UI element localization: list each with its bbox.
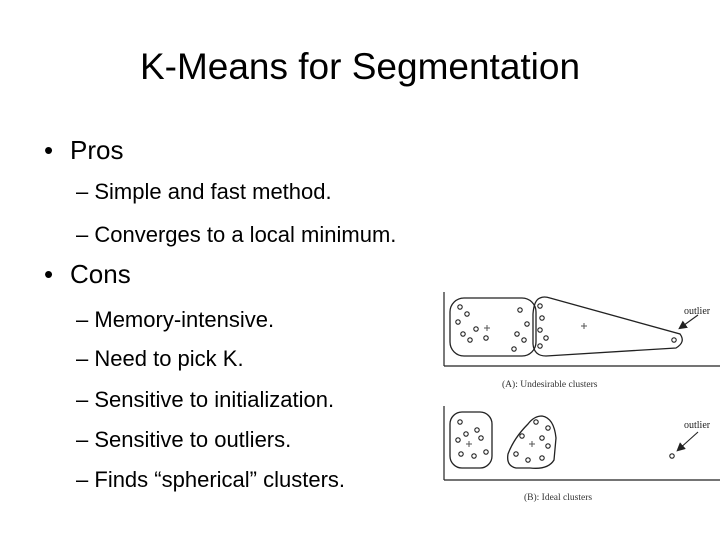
data-point [543,335,549,341]
panel-b: outlier (B): Ideal clusters [443,406,720,503]
data-point [483,335,489,341]
data-point [545,443,551,449]
panel-a-centroids [484,323,587,331]
cons-item: – Need to pick K. [76,346,244,371]
bullet-dot: • [44,259,54,289]
dash: – [76,307,89,332]
slide-title: K-Means for Segmentation [139,46,581,87]
panel-a-outlier-arrow [678,314,699,330]
data-point [513,451,519,457]
data-point [471,453,477,459]
centroid-marker [466,441,472,447]
data-point [533,419,539,425]
data-point [457,304,463,310]
data-point [539,435,545,441]
panel-b-points [455,419,675,463]
dash: – [76,346,89,371]
panel-b-cluster-left [449,411,493,469]
bullet-pros: • Pros [44,134,123,166]
data-point [545,425,551,431]
data-point [539,455,545,461]
data-point [537,327,543,333]
panel-b-outlier-arrow [676,431,699,452]
data-point [537,343,543,349]
panel-a-caption: (A): Undesirable clusters [502,379,598,390]
panel-a-cluster-left [449,297,537,357]
data-point [539,315,545,321]
data-point [474,427,480,433]
data-point [464,311,470,317]
data-point [537,303,543,309]
cons-item: – Memory-intensive. [76,307,275,332]
cons-item: – Sensitive to initialization. [76,387,335,412]
data-point [467,337,473,343]
panel-a-outlier-label: outlier [684,306,711,317]
panel-b-cluster-right [507,415,557,469]
data-point [458,451,464,457]
bullet-cons: • Cons [44,258,131,290]
panel-b-centroids [466,441,535,447]
cons-item: – Finds “spherical” clusters. [76,467,346,492]
panel-b-outlier-label: outlier [684,420,711,431]
panel-a-cluster-right [532,296,683,357]
data-point [524,321,530,327]
pros-item: – Simple and fast method. [76,179,332,204]
bullet-dot: • [44,135,54,165]
cons-item: – Sensitive to outliers. [76,427,292,452]
centroid-marker [529,441,535,447]
cluster-figure: outlier (A): Undesirable clusters [443,292,720,503]
data-point [457,419,463,425]
panel-b-caption: (B): Ideal clusters [524,492,592,503]
data-point [669,453,675,459]
data-point [463,431,469,437]
dash: – [76,427,89,452]
data-point [511,346,517,352]
data-point [483,449,489,455]
centroid-marker [581,323,587,329]
panel-a-points [455,303,677,352]
panel-a: outlier (A): Undesirable clusters [443,292,720,390]
dash: – [76,179,89,204]
data-point [525,457,531,463]
data-point [517,307,523,313]
data-point [478,435,484,441]
centroid-marker [484,325,490,331]
dash: – [76,387,89,412]
data-point [521,337,527,343]
bullet-pros-label: Pros [70,135,124,165]
data-point [473,326,479,332]
data-point [671,337,677,343]
pros-item: – Converges to a local minimum. [76,222,397,247]
dash: – [76,467,89,492]
data-point [455,437,461,443]
bullet-cons-label: Cons [70,259,131,289]
dash: – [76,222,89,247]
data-point [455,319,461,325]
data-point [460,331,466,337]
data-point [519,433,525,439]
data-point [514,331,520,337]
